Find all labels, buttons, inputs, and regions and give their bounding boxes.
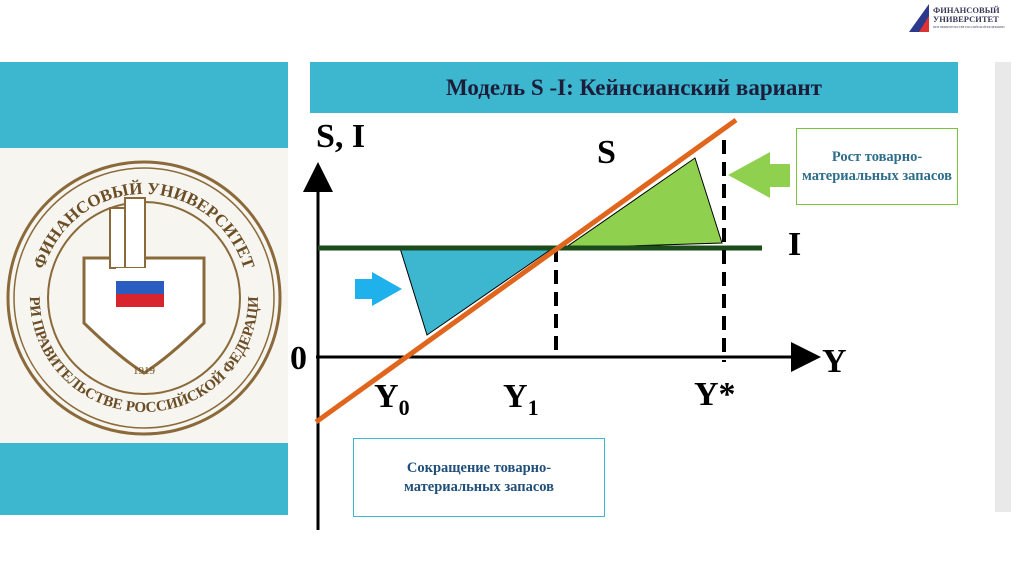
y0-label: Y0: [374, 378, 410, 420]
s-line-label: S: [597, 134, 616, 171]
savings-line: [314, 117, 738, 425]
blue-arrow-icon: [355, 272, 402, 306]
svg-text:1919: 1919: [133, 365, 156, 377]
x-axis-label: Y: [822, 343, 847, 380]
ystar-label: Y*: [694, 376, 736, 413]
y1-label: Y1: [503, 378, 539, 420]
inventory-decrease-note: Сокращение товарно-материальных запасов: [353, 438, 605, 517]
origin-label: 0: [290, 340, 307, 377]
slide-title: Модель S -I: Кейнсианский вариант: [310, 62, 958, 113]
university-seal: ФИНАНСОВЫЙ УНИВЕРСИТЕТ ПРИ ПРАВИТЕЛЬСТВЕ…: [0, 136, 288, 443]
inventory-decrease-area: [399, 247, 555, 336]
inventory-increase-note: Рост товарно-материальных запасов: [796, 128, 958, 205]
i-line-label: I: [788, 226, 802, 263]
logo-mark-icon: [909, 4, 929, 32]
y-axis-label: S, I: [316, 118, 366, 155]
inventory-increase-area: [563, 157, 723, 249]
right-decor-strip: [995, 62, 1011, 512]
university-logo: ФИНАНСОВЫЙ УНИВЕРСИТЕТ ПРИ ПРАВИТЕЛЬСТВЕ…: [905, 2, 1023, 34]
green-arrow-icon: [728, 152, 790, 198]
